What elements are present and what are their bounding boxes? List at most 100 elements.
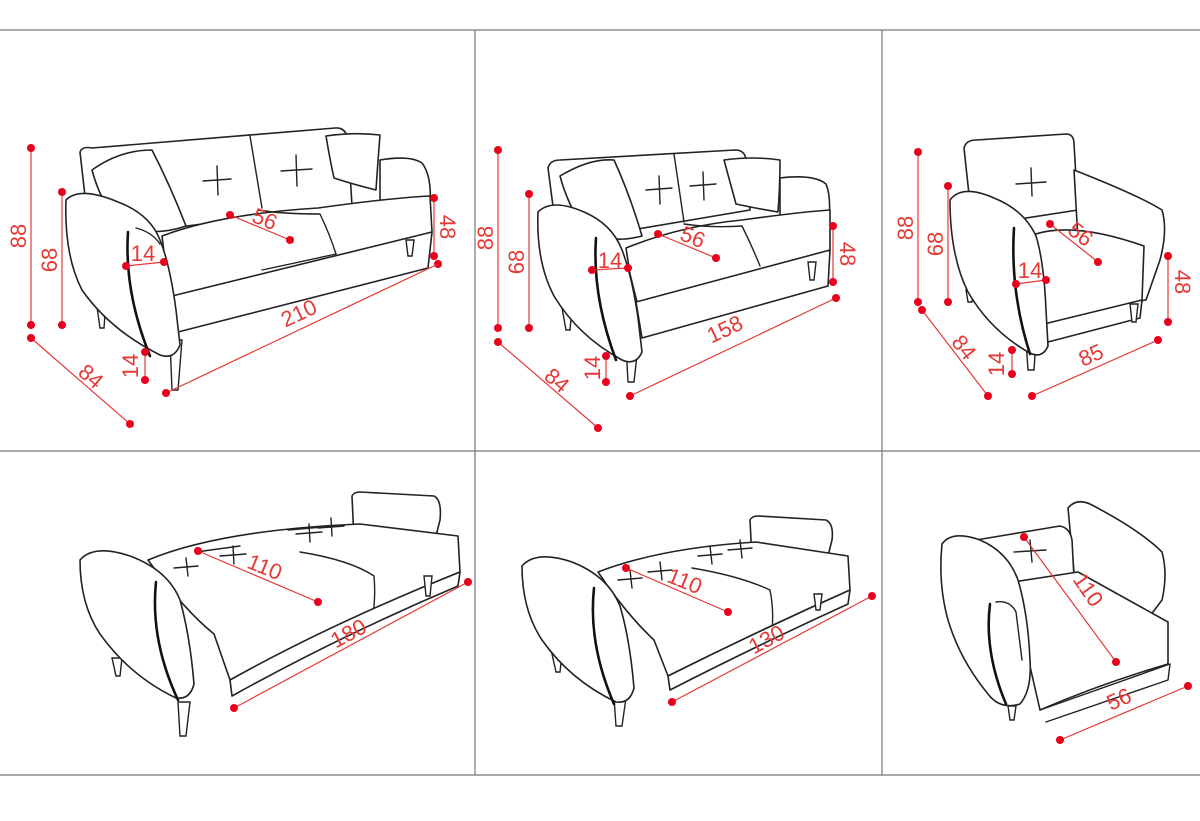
back-cushion-divider <box>249 135 263 209</box>
tuft <box>219 545 247 565</box>
dim-dot <box>602 352 610 360</box>
dim-dot <box>1042 276 1050 284</box>
bed-3-seat-drawing: 110 180 <box>79 491 472 737</box>
bed-2-seat-illustration <box>521 515 851 727</box>
dim-dot <box>27 334 35 342</box>
leg <box>405 239 415 257</box>
sofa-2-seat-drawing: 88 68 84 14 14 56 48 158 <box>473 146 860 432</box>
tuft <box>727 539 753 559</box>
dim-line-depth <box>921 309 989 397</box>
dim-dot <box>525 324 533 332</box>
sofa-3-seat-illustration <box>65 127 433 391</box>
dim-dot <box>1028 392 1036 400</box>
armchair-bed-dimensions <box>1020 533 1192 744</box>
label-depth: 84 <box>73 359 108 394</box>
dim-dot <box>494 338 502 346</box>
dim-dot <box>494 146 502 154</box>
dim-line-bed-length <box>671 595 873 703</box>
seat-cushion-divider <box>257 209 337 255</box>
panel-armchair-bed: 110 56 <box>882 451 1200 775</box>
arm-piping <box>591 586 616 706</box>
dim-dot <box>58 321 66 329</box>
panel-bed-3-seat: 110 180 <box>0 451 475 775</box>
seat-front-edge <box>261 253 337 271</box>
arm-inner-edge <box>995 601 1023 661</box>
label-width: 85 <box>1075 339 1108 372</box>
arm-piping <box>594 236 618 362</box>
dim-dot <box>314 598 322 606</box>
sofa-2-seat-dimensions <box>494 146 840 432</box>
dim-dot <box>1164 252 1172 260</box>
dim-line-bed-length <box>1023 536 1117 663</box>
dim-line-width <box>629 297 837 397</box>
sofa-base <box>635 249 831 339</box>
tuft <box>645 175 673 205</box>
label-seat-height: 48 <box>835 242 860 266</box>
sofa-2-seat-illustration <box>537 149 831 383</box>
dim-line-seat-depth <box>657 233 717 259</box>
dim-dot <box>27 144 35 152</box>
dim-line-depth <box>30 337 131 425</box>
arm-left <box>940 535 1032 707</box>
seat-cushion-divider <box>683 223 761 267</box>
dim-dot <box>1046 220 1054 228</box>
dim-dot <box>914 148 922 156</box>
dim-dot <box>1056 736 1064 744</box>
tuft <box>689 171 717 201</box>
label-height-total: 88 <box>893 216 918 240</box>
dim-line-bed-width <box>197 550 319 603</box>
dim-line-arm <box>1015 279 1047 285</box>
dim-line-bed-length <box>233 581 469 709</box>
dim-line-depth <box>497 341 599 429</box>
arm-left <box>537 204 643 363</box>
dim-dot <box>654 230 662 238</box>
panel-bed-2-seat: 110 130 <box>475 451 882 775</box>
dim-dot <box>1020 533 1028 541</box>
dim-dot <box>1012 280 1020 288</box>
dim-dot <box>588 266 596 274</box>
bed-front <box>1039 663 1171 723</box>
cushion-divider <box>299 551 376 621</box>
label-height-back: 68 <box>37 248 62 272</box>
dim-line-seat-depth <box>1049 223 1099 263</box>
dim-dot <box>724 608 732 616</box>
leg <box>813 593 823 611</box>
label-leg-height: 14 <box>118 354 143 378</box>
bed-3-seat-dimensions <box>194 547 472 712</box>
armchair-dimensions <box>914 148 1172 400</box>
dim-dot <box>126 420 134 428</box>
bed-front <box>667 589 851 691</box>
dim-dot <box>1112 658 1120 666</box>
dim-dot <box>602 378 610 386</box>
back-cushion-divider <box>673 153 685 223</box>
cushion-divider <box>691 567 774 631</box>
leg <box>177 701 191 737</box>
dim-dot <box>1008 346 1016 354</box>
dim-dot <box>944 182 952 190</box>
arm-left <box>949 190 1049 356</box>
arm-piping <box>1012 226 1032 356</box>
pillow-right <box>325 132 381 191</box>
dim-dot <box>918 306 926 314</box>
dim-dot <box>1154 336 1162 344</box>
leg <box>1129 303 1139 323</box>
dim-line-bed-width <box>625 567 729 613</box>
bed-2-seat-dimensions <box>622 564 876 706</box>
tuft <box>280 154 313 187</box>
dim-dot <box>829 278 837 286</box>
tuft <box>617 569 643 589</box>
dim-dot <box>286 236 294 244</box>
panel-sofa-2-seat: 88 68 84 14 14 56 48 158 <box>473 30 882 451</box>
pillow-right <box>723 157 781 213</box>
label-height-total: 88 <box>6 224 31 248</box>
arm-piping <box>126 230 152 358</box>
dim-dot <box>226 211 234 219</box>
dim-line-arm <box>125 261 165 267</box>
dim-dot <box>712 254 720 262</box>
tuft <box>173 557 199 577</box>
dim-dot <box>27 321 35 329</box>
label-depth: 84 <box>539 363 574 398</box>
dim-dot <box>430 194 438 202</box>
dim-dot <box>58 188 66 196</box>
